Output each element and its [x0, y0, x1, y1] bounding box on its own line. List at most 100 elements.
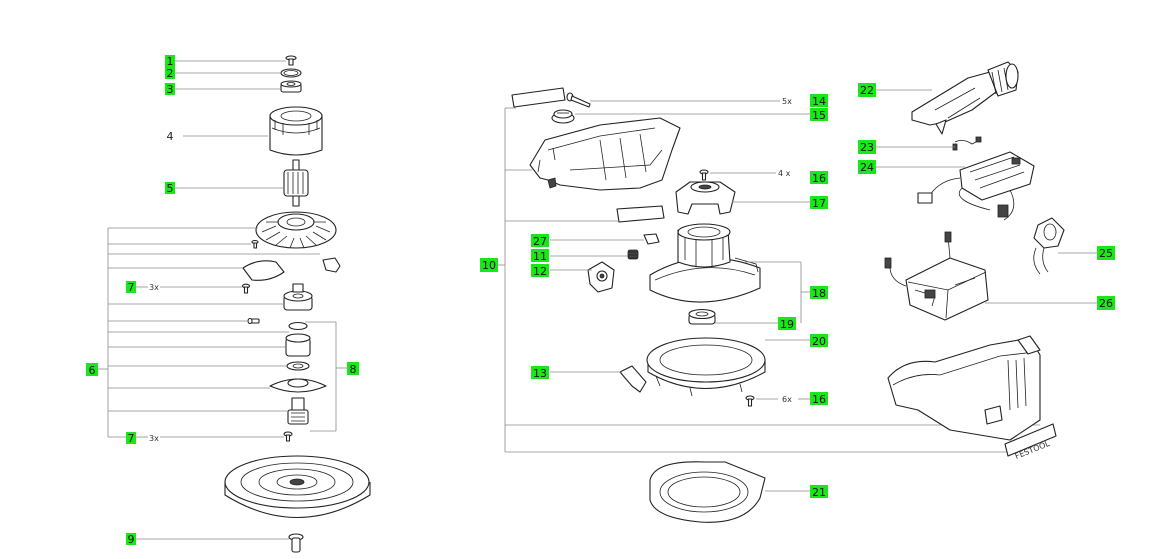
- sanding-pad: [224, 455, 371, 518]
- part-27-clip: [643, 233, 660, 245]
- svg-text:16: 16: [812, 393, 826, 406]
- ring-a: [288, 321, 308, 331]
- svg-text:11: 11: [533, 250, 547, 263]
- bearing-housing: [283, 283, 313, 311]
- svg-text:19: 19: [780, 318, 794, 331]
- svg-text:12: 12: [533, 265, 547, 278]
- small-screw-a: [251, 239, 259, 249]
- svg-text:6: 6: [89, 364, 96, 377]
- svg-text:23: 23: [860, 141, 874, 154]
- callout-7a: 7: [126, 281, 136, 294]
- part-12-switch: [587, 261, 615, 293]
- part-3-bearing: [280, 80, 302, 93]
- callout-18: 18: [810, 286, 828, 300]
- callout-14: 14: [810, 94, 828, 108]
- part-13-latch: [619, 365, 647, 393]
- brand-plate: FESTOOL: [1004, 423, 1057, 461]
- part-5-rotor: [283, 159, 309, 207]
- part-25-connector: [1033, 217, 1065, 275]
- callout-13: 13: [531, 366, 549, 380]
- small-label: [616, 205, 665, 223]
- svg-text:10: 10: [482, 259, 496, 272]
- callout-4: 4: [167, 130, 174, 143]
- svg-text:7: 7: [128, 432, 135, 445]
- part-19-bearing: [688, 308, 716, 325]
- bearing-b: [285, 333, 311, 357]
- svg-text:22: 22: [860, 84, 874, 97]
- callout-27: 27: [531, 234, 549, 248]
- callout-7b: 7: [126, 432, 136, 445]
- callout-2: 2: [165, 67, 175, 80]
- callout-20: 20: [810, 334, 828, 348]
- lower-housing: [649, 223, 761, 303]
- part-15-knob: [551, 109, 575, 124]
- part-7b-screw: [283, 431, 293, 442]
- part-14-screw: [566, 92, 591, 108]
- callout-15: 15: [810, 108, 828, 122]
- part-26-module: [884, 231, 989, 321]
- svg-text:1: 1: [167, 55, 174, 68]
- callout-1: 1: [165, 55, 175, 68]
- callout-12: 12: [531, 264, 549, 278]
- svg-text:4: 4: [167, 130, 174, 143]
- callout-22: 22: [858, 83, 876, 97]
- part-21-skirt: [649, 461, 766, 523]
- callout-9: 9: [126, 533, 136, 546]
- qty-16b: 6x: [782, 395, 792, 404]
- pin: [247, 317, 260, 325]
- callout-6: 6: [86, 363, 98, 377]
- svg-text:13: 13: [533, 367, 547, 380]
- svg-text:27: 27: [533, 235, 547, 248]
- svg-text:7: 7: [128, 281, 135, 294]
- counterweight: [242, 260, 285, 281]
- part-4-stator: [269, 106, 323, 156]
- svg-text:5: 5: [167, 182, 174, 195]
- part-2-ring: [280, 68, 302, 78]
- callout-24: 24: [858, 160, 876, 174]
- part-20-base-ring: [646, 337, 766, 397]
- svg-text:20: 20: [812, 335, 826, 348]
- callout-21: 21: [810, 485, 828, 499]
- callout-16a: 16: [810, 171, 828, 185]
- svg-text:14: 14: [812, 95, 826, 108]
- clip: [322, 257, 341, 273]
- part-17-motor-holder: [675, 181, 736, 215]
- svg-text:3: 3: [167, 83, 174, 96]
- part-24-electronics: [917, 151, 1035, 221]
- svg-text:2: 2: [167, 67, 174, 80]
- callout-25: 25: [1097, 246, 1115, 260]
- middle-leader-lines: [498, 100, 1040, 492]
- callout-16b: 16: [810, 392, 828, 406]
- callout-8: 8: [347, 362, 359, 376]
- fan-wheel: [255, 211, 337, 249]
- svg-text:9: 9: [128, 533, 135, 546]
- callout-11: 11: [531, 249, 549, 263]
- svg-text:21: 21: [812, 486, 826, 499]
- callout-19: 19: [778, 317, 796, 331]
- svg-text:16: 16: [812, 172, 826, 185]
- part-23-cable: [952, 136, 982, 151]
- part-1-screw: [285, 55, 297, 66]
- svg-text:26: 26: [1099, 297, 1113, 310]
- part-7a-screw: [241, 283, 251, 294]
- qty-7a: 3x: [149, 283, 159, 292]
- flange: [269, 378, 327, 393]
- callout-23: 23: [858, 140, 876, 154]
- callout-17: 17: [810, 196, 828, 210]
- part-22-adapter: [911, 61, 1019, 135]
- callouts: 1 2 3 4 5 6 7 3x 7 3x 8 9 10 27 11 12 13…: [86, 55, 1115, 546]
- qty-7b: 3x: [149, 434, 159, 443]
- part-9-screw: [288, 533, 304, 553]
- qty-14: 5x: [782, 97, 792, 106]
- spindle: [287, 397, 309, 425]
- washer: [286, 361, 310, 371]
- svg-text:15: 15: [812, 109, 826, 122]
- callout-5: 5: [165, 182, 175, 195]
- left-leader-lines: [98, 60, 347, 540]
- svg-text:8: 8: [350, 363, 357, 376]
- right-leader-lines: [876, 89, 1097, 304]
- left-assembly: [98, 55, 371, 553]
- right-assembly: FESTOOL: [876, 61, 1097, 461]
- callout-10: 10: [480, 258, 498, 272]
